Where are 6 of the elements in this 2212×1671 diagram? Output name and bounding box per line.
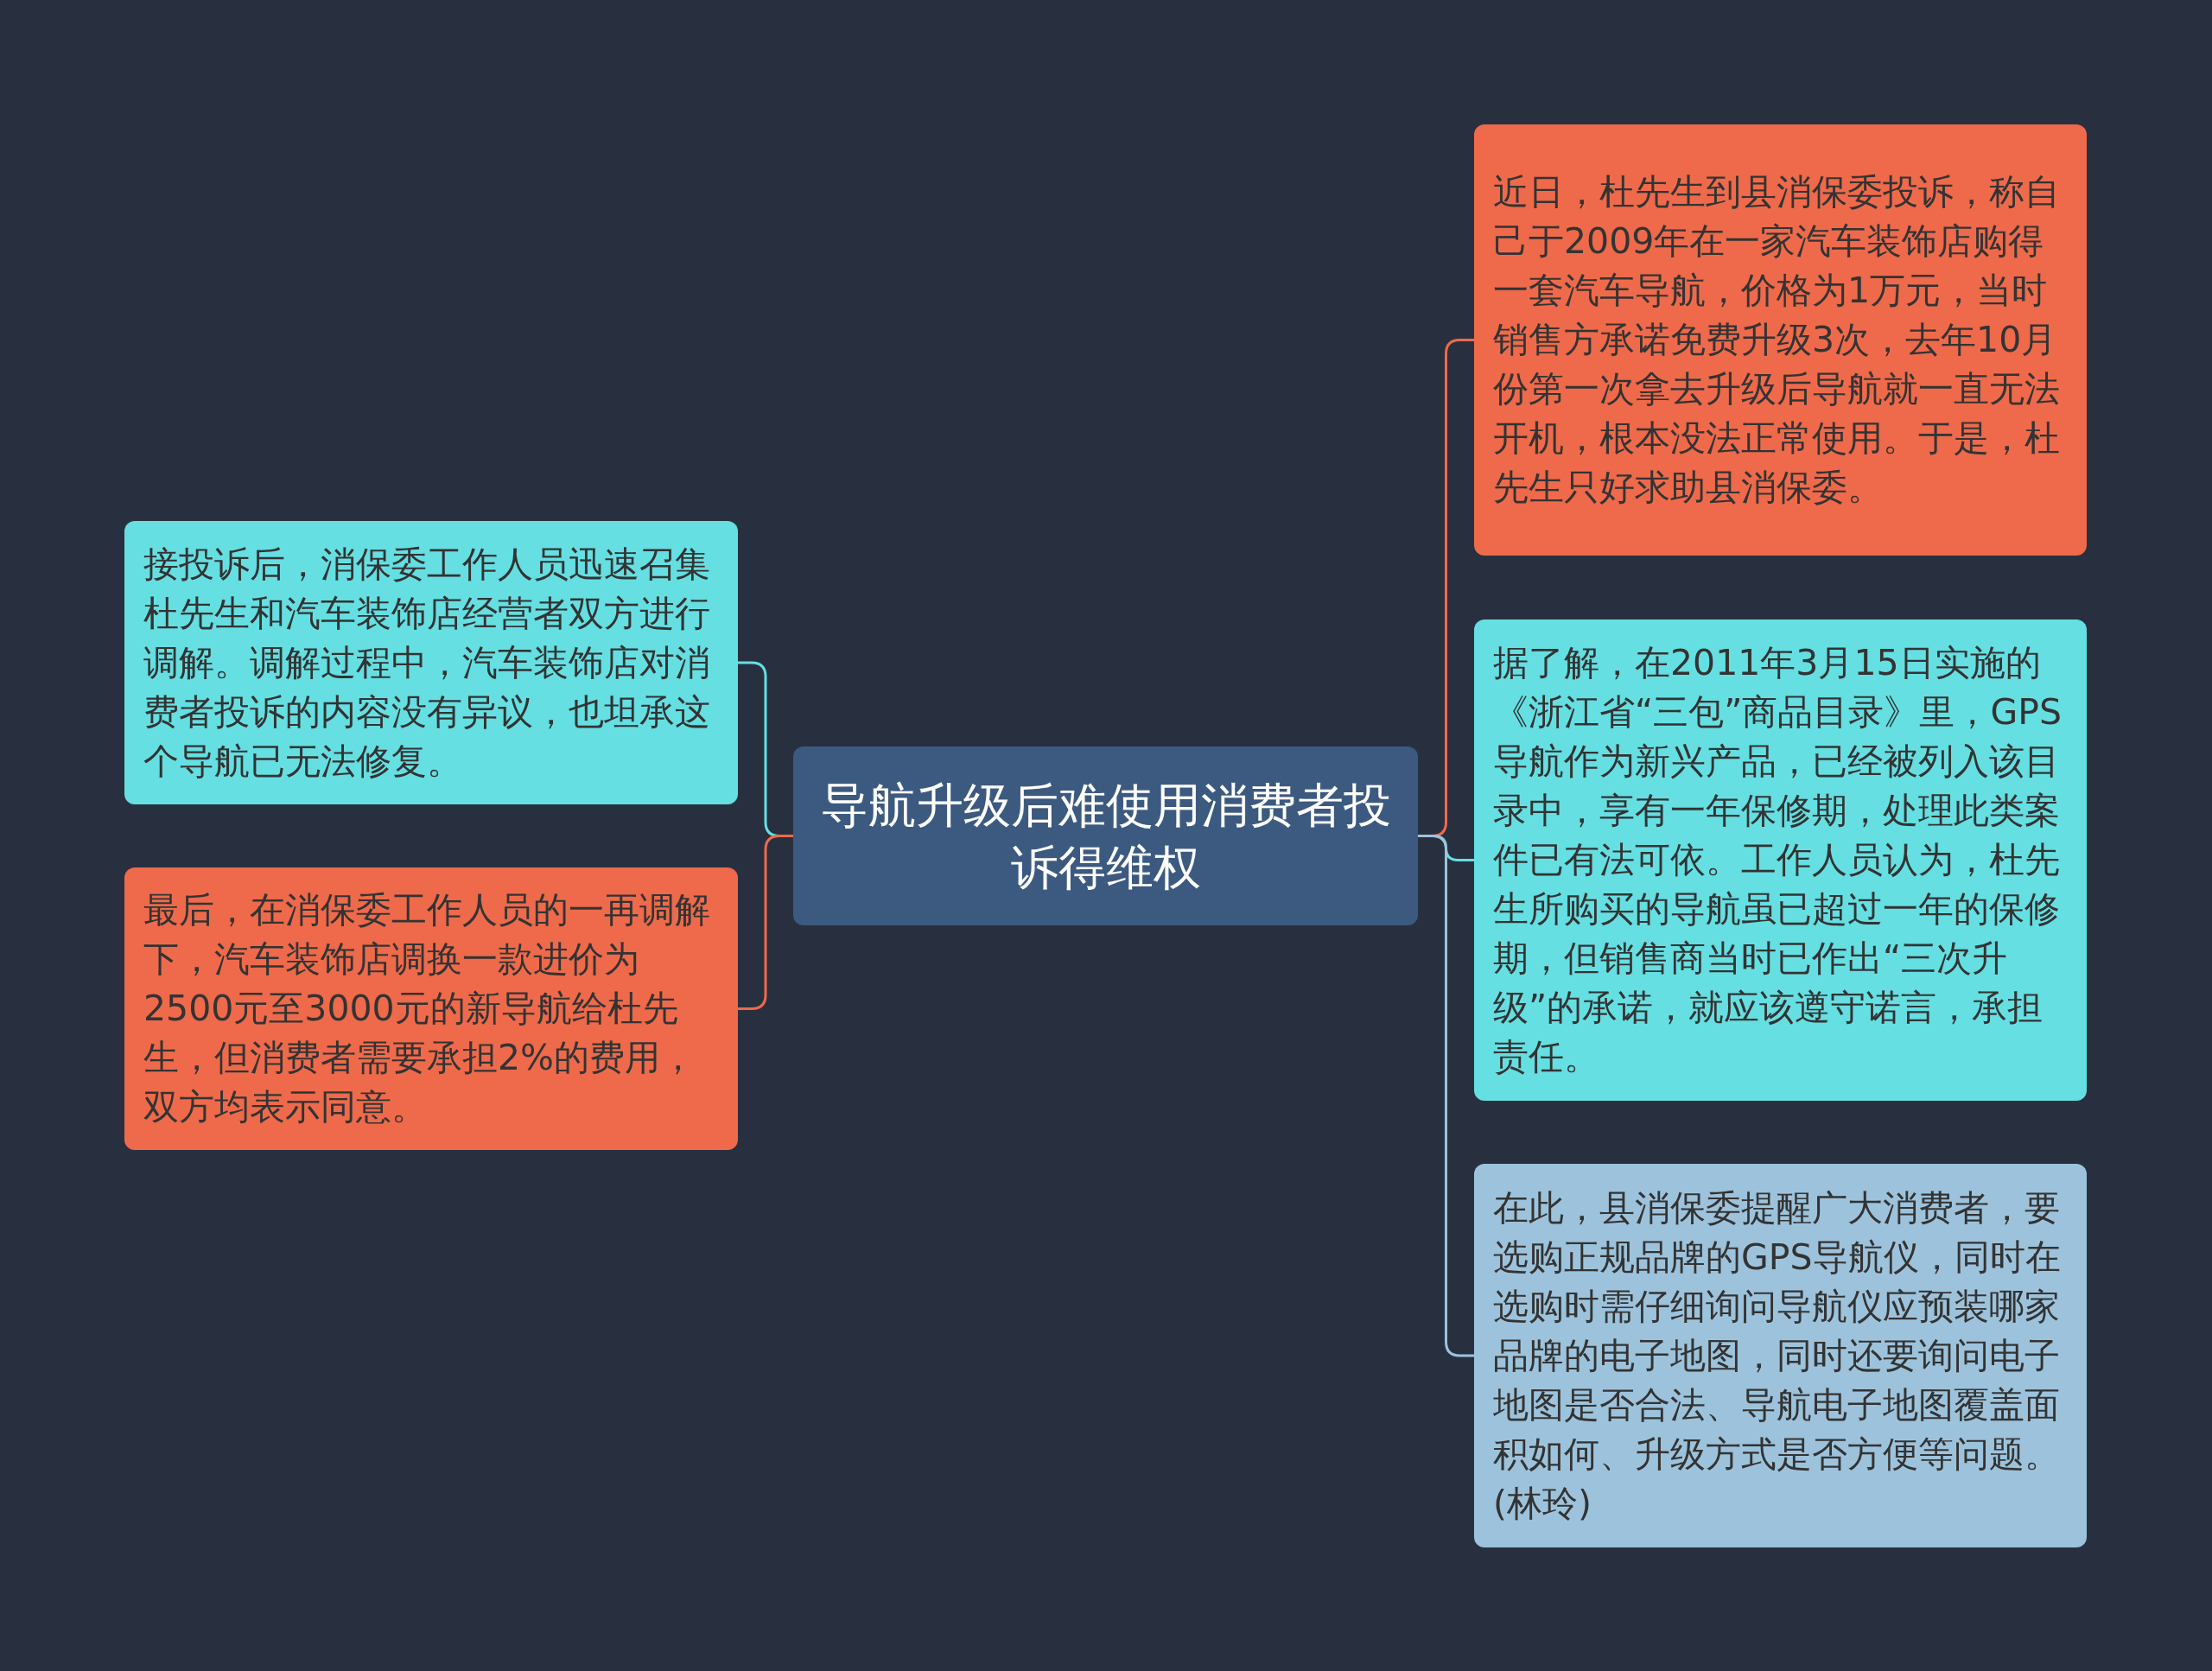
text-box: 在此，县消保委提醒广大消费者，要选购正规品牌的GPS导航仪，同时在选购时需仔细询问导航仪应预装哪家品牌的电子地图，同时还要询问电子地图是否合法、导航电子地图覆盖面积如何、升级方式是否方便等问题。(林玲)	[1474, 1164, 2087, 1547]
text-box: 近日，杜先生到县消保委投诉，称自己于2009年在一家汽车装饰店购得一套汽车导航，价格为1万元，当时销售方承诺免费升级3次，去年10月份第一次拿去升级后导航就一直无法开机，根本没法正常使用。于是，杜先生只好求助县消保委。	[1474, 124, 2087, 556]
text-box: 接投诉后，消保委工作人员迅速召集杜先生和汽车装饰店经营者双方进行调解。调解过程中，汽车装饰店对消费者投诉的内容没有异议，也坦承这个导航已无法修复。	[124, 521, 738, 804]
text-box: 最后，在消保委工作人员的一再调解下，汽车装饰店调换一款进价为2500元至3000元的新导航给杜先生，但消费者需要承担2%的费用，双方均表示同意。	[124, 867, 738, 1150]
topic-box: 导航升级后难使用消费者投诉得维权	[793, 747, 1418, 925]
text-box: 据了解，在2011年3月15日实施的《浙江省“三包”商品目录》里，GPS导航作为新兴产品，已经被列入该目录中，享有一年保修期，处理此类案件已有法可依。工作人员认为，杜先生所购买的导航虽已超过一年的保修期，但销售商当时已作出“三次升级”的承诺，就应该遵守诺言，承担责任。	[1474, 619, 2087, 1101]
